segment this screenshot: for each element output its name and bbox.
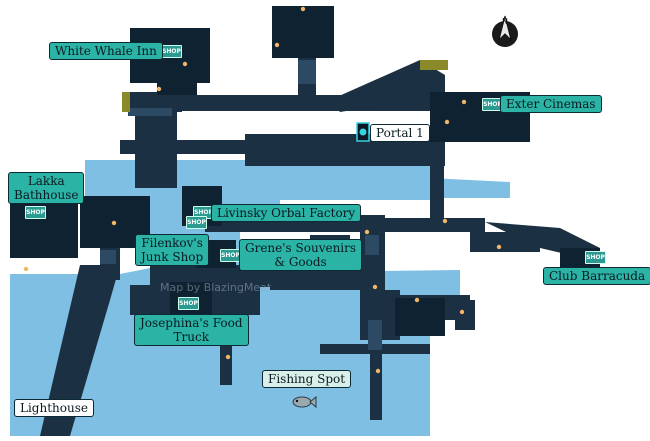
fish-icon — [292, 395, 317, 409]
label-lakka-bathhouse-line-2: Bathhouse — [14, 188, 79, 202]
shop-badge-exter-cinemas: SHOP — [482, 98, 503, 111]
label-filenkov-line-2: Junk Shop — [141, 250, 204, 264]
label-club-barracuda[interactable]: Club Barracuda — [543, 267, 650, 285]
label-fishing-spot[interactable]: Fishing Spot — [262, 370, 352, 388]
label-livinsky-orbal-factory[interactable]: Livinsky Orbal Factory — [211, 204, 362, 222]
trims — [122, 60, 448, 112]
label-grene-line-1: Grene's Souvenirs — [245, 241, 357, 255]
label-josephinas-food-truck[interactable]: Josephina's Food Truck — [134, 314, 249, 346]
label-white-whale-inn[interactable]: White Whale Inn — [49, 42, 163, 60]
label-filenkovs-junk-shop[interactable]: Filenkov's Junk Shop — [135, 234, 210, 266]
label-portal-1[interactable]: Portal 1 — [370, 124, 430, 142]
label-grene-line-2: & Goods — [274, 255, 327, 269]
map-watermark: Map by BlazingMeat — [160, 281, 272, 294]
label-lakka-bathhouse-line-1: Lakka — [27, 174, 65, 188]
label-grenes-souvenirs[interactable]: Grene's Souvenirs & Goods — [239, 239, 363, 271]
label-josephina-line-1: Josephina's Food — [140, 316, 243, 330]
shop-badge-josephina: SHOP — [178, 297, 199, 310]
shop-badge-club-barracuda: SHOP — [585, 251, 606, 264]
compass-icon: N — [492, 15, 518, 47]
svg-text:N: N — [502, 17, 508, 26]
road-accents — [100, 60, 382, 350]
label-filenkov-line-1: Filenkov's — [141, 236, 203, 250]
portal-icon — [356, 122, 370, 142]
shop-badge-lakka-bathhouse: SHOP — [25, 206, 46, 219]
label-lighthouse[interactable]: Lighthouse — [14, 399, 94, 417]
shop-badge-filenkov: SHOP — [186, 216, 207, 229]
label-exter-cinemas[interactable]: Exter Cinemas — [500, 95, 602, 113]
shop-badge-white-whale-inn: SHOP — [161, 45, 182, 58]
shop-badge-grene: SHOP — [220, 249, 241, 262]
label-josephina-line-2: Truck — [173, 330, 209, 344]
label-lakka-bathhouse[interactable]: Lakka Bathhouse — [8, 172, 85, 204]
